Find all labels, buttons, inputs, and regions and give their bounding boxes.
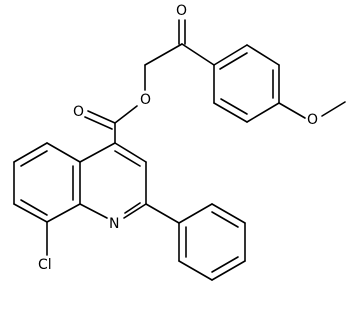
ring-bond	[213, 102, 248, 123]
ring-bond	[79, 203, 108, 219]
atom-label-methoxy-oxygen: O	[307, 112, 318, 128]
quinoline-benzo-ring	[13, 142, 81, 256]
ring-bond	[178, 260, 213, 281]
ring-bond	[13, 203, 48, 223]
bond-quinoline-phenyl	[145, 203, 180, 224]
ester-bonds	[84, 105, 138, 144]
ring-double-bond	[220, 98, 248, 115]
ring-double-bond	[124, 202, 141, 214]
ring-bond	[213, 44, 248, 66]
atom-label-chlorine: Cl	[38, 257, 52, 273]
ring-bond	[123, 203, 147, 219]
ring-double-bond	[211, 211, 239, 228]
ring-double-bond	[219, 52, 248, 70]
ring-bond	[114, 142, 147, 163]
ring-bond	[46, 203, 81, 223]
ring-double-bond	[211, 256, 239, 273]
ring-bond	[211, 260, 246, 281]
ring-bond	[211, 203, 246, 224]
atom-label-carbonyl-oxygen: O	[73, 104, 84, 120]
ring-double-bond	[114, 150, 141, 167]
ring-bond	[178, 203, 213, 224]
bond-aryl-o-methoxy	[278, 102, 306, 119]
bond-carbonyl-ch2	[144, 43, 183, 66]
atom-label-ester-oxygen: O	[140, 92, 151, 108]
bond-carbonyl-aryl	[181, 43, 215, 66]
methoxyphenyl-ring	[213, 44, 346, 123]
ester-double-bond-b	[84, 116, 113, 130]
ring-bond	[46, 142, 81, 163]
ring-bond	[246, 102, 280, 123]
ring-bond	[79, 142, 116, 163]
atom-label-nitrogen: N	[109, 216, 119, 232]
ring-bond	[13, 142, 48, 163]
ester-double-bond-a	[87, 110, 116, 124]
ring-double-bond	[20, 150, 48, 167]
atom-label-ketone-oxygen: O	[176, 3, 187, 19]
quinoline-pyridine-ring	[79, 142, 147, 219]
phenyl-ring	[145, 203, 246, 281]
ketone-linker-bonds	[144, 19, 215, 91]
ring-double-bond	[20, 199, 48, 216]
bond-o-ester-carbon	[114, 105, 138, 124]
bond-o-methyl	[321, 101, 346, 117]
ring-bond	[246, 44, 280, 66]
